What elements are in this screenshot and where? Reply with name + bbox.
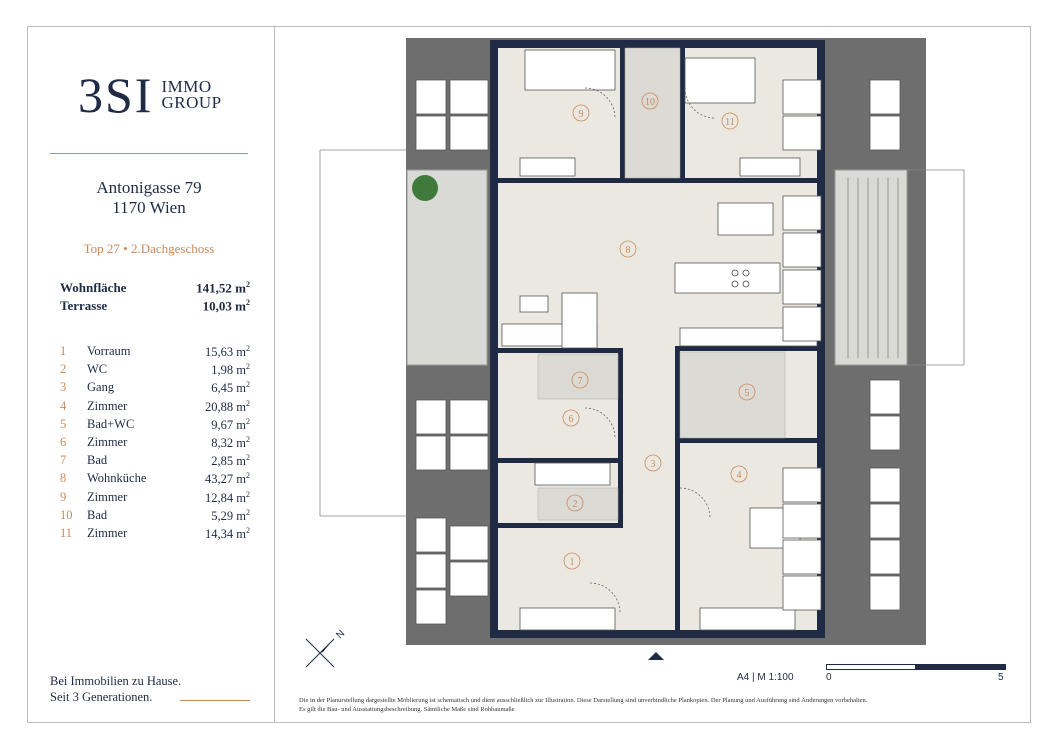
disclaimer-line1: Die in der Planurstellung dargestellte M… bbox=[299, 697, 868, 704]
room-num-9: 9 bbox=[579, 109, 584, 120]
room-num-7: 7 bbox=[578, 376, 583, 387]
logo-rule bbox=[50, 153, 248, 154]
room-numbers: 1 2 3 4 5 6 7 8 9 10 11 bbox=[562, 92, 756, 570]
logo-sub-line2: GROUP bbox=[161, 93, 222, 112]
plant-icon bbox=[412, 175, 438, 201]
terrace-left bbox=[406, 169, 488, 366]
address-city: 1170 Wien bbox=[112, 198, 186, 217]
room-num-10: 10 bbox=[645, 97, 655, 108]
area-label: Wohnfläche bbox=[60, 280, 127, 295]
entrance-marker-icon bbox=[648, 652, 664, 660]
address: Antonigasse 79 1170 Wien bbox=[50, 178, 248, 218]
slogan-line1: Bei Immobilien zu Hause. bbox=[50, 674, 182, 688]
room-num-6: 6 bbox=[569, 414, 574, 425]
scale-end: 5 bbox=[998, 672, 1004, 683]
floor-plan: 1 2 3 4 5 6 7 8 9 10 11 N bbox=[305, 38, 965, 668]
address-street: Antonigasse 79 bbox=[96, 178, 202, 197]
page-frame bbox=[27, 26, 1031, 723]
disclaimer-line2: Es gilt die Bau- und Ausstattungsbeschre… bbox=[299, 705, 515, 713]
panel-divider bbox=[274, 26, 275, 723]
scale-start: 0 bbox=[826, 672, 832, 683]
room-num-4: 4 bbox=[737, 470, 742, 481]
room-num-3: 3 bbox=[651, 459, 656, 470]
compass-icon: N bbox=[305, 628, 347, 668]
slogan-line2: Seit 3 Generationen. bbox=[50, 690, 153, 704]
area-value: 141,52 m2 bbox=[196, 280, 250, 296]
logo-sub-line1: IMMO bbox=[161, 77, 212, 96]
area-value: 10,03 m2 bbox=[202, 298, 250, 314]
room-num-2: 2 bbox=[573, 499, 578, 510]
logo-sub-text: IMMO GROUP bbox=[161, 77, 222, 112]
unit-label: Top 27 • 2.Dachgeschoss bbox=[83, 241, 215, 256]
area-label: Terrasse bbox=[60, 298, 108, 313]
logo-main-text: 3SI bbox=[78, 67, 154, 123]
room-num-8: 8 bbox=[626, 245, 631, 256]
scale-bar bbox=[826, 664, 1006, 670]
room-num-5: 5 bbox=[745, 388, 750, 399]
slogan-rule bbox=[180, 700, 250, 701]
company-logo: 3SI IMMO GROUP bbox=[78, 70, 222, 120]
room-num-1: 1 bbox=[570, 557, 575, 568]
terrace-right bbox=[834, 169, 908, 366]
room-num-11: 11 bbox=[725, 117, 735, 128]
compass-north-label: N bbox=[334, 628, 347, 641]
disclaimer: Die in der Planurstellung dargestellte M… bbox=[299, 697, 999, 714]
slogan: Bei Immobilien zu Hause. Seit 3 Generati… bbox=[50, 673, 181, 705]
scale-label: A4 | M 1:100 bbox=[737, 672, 794, 683]
